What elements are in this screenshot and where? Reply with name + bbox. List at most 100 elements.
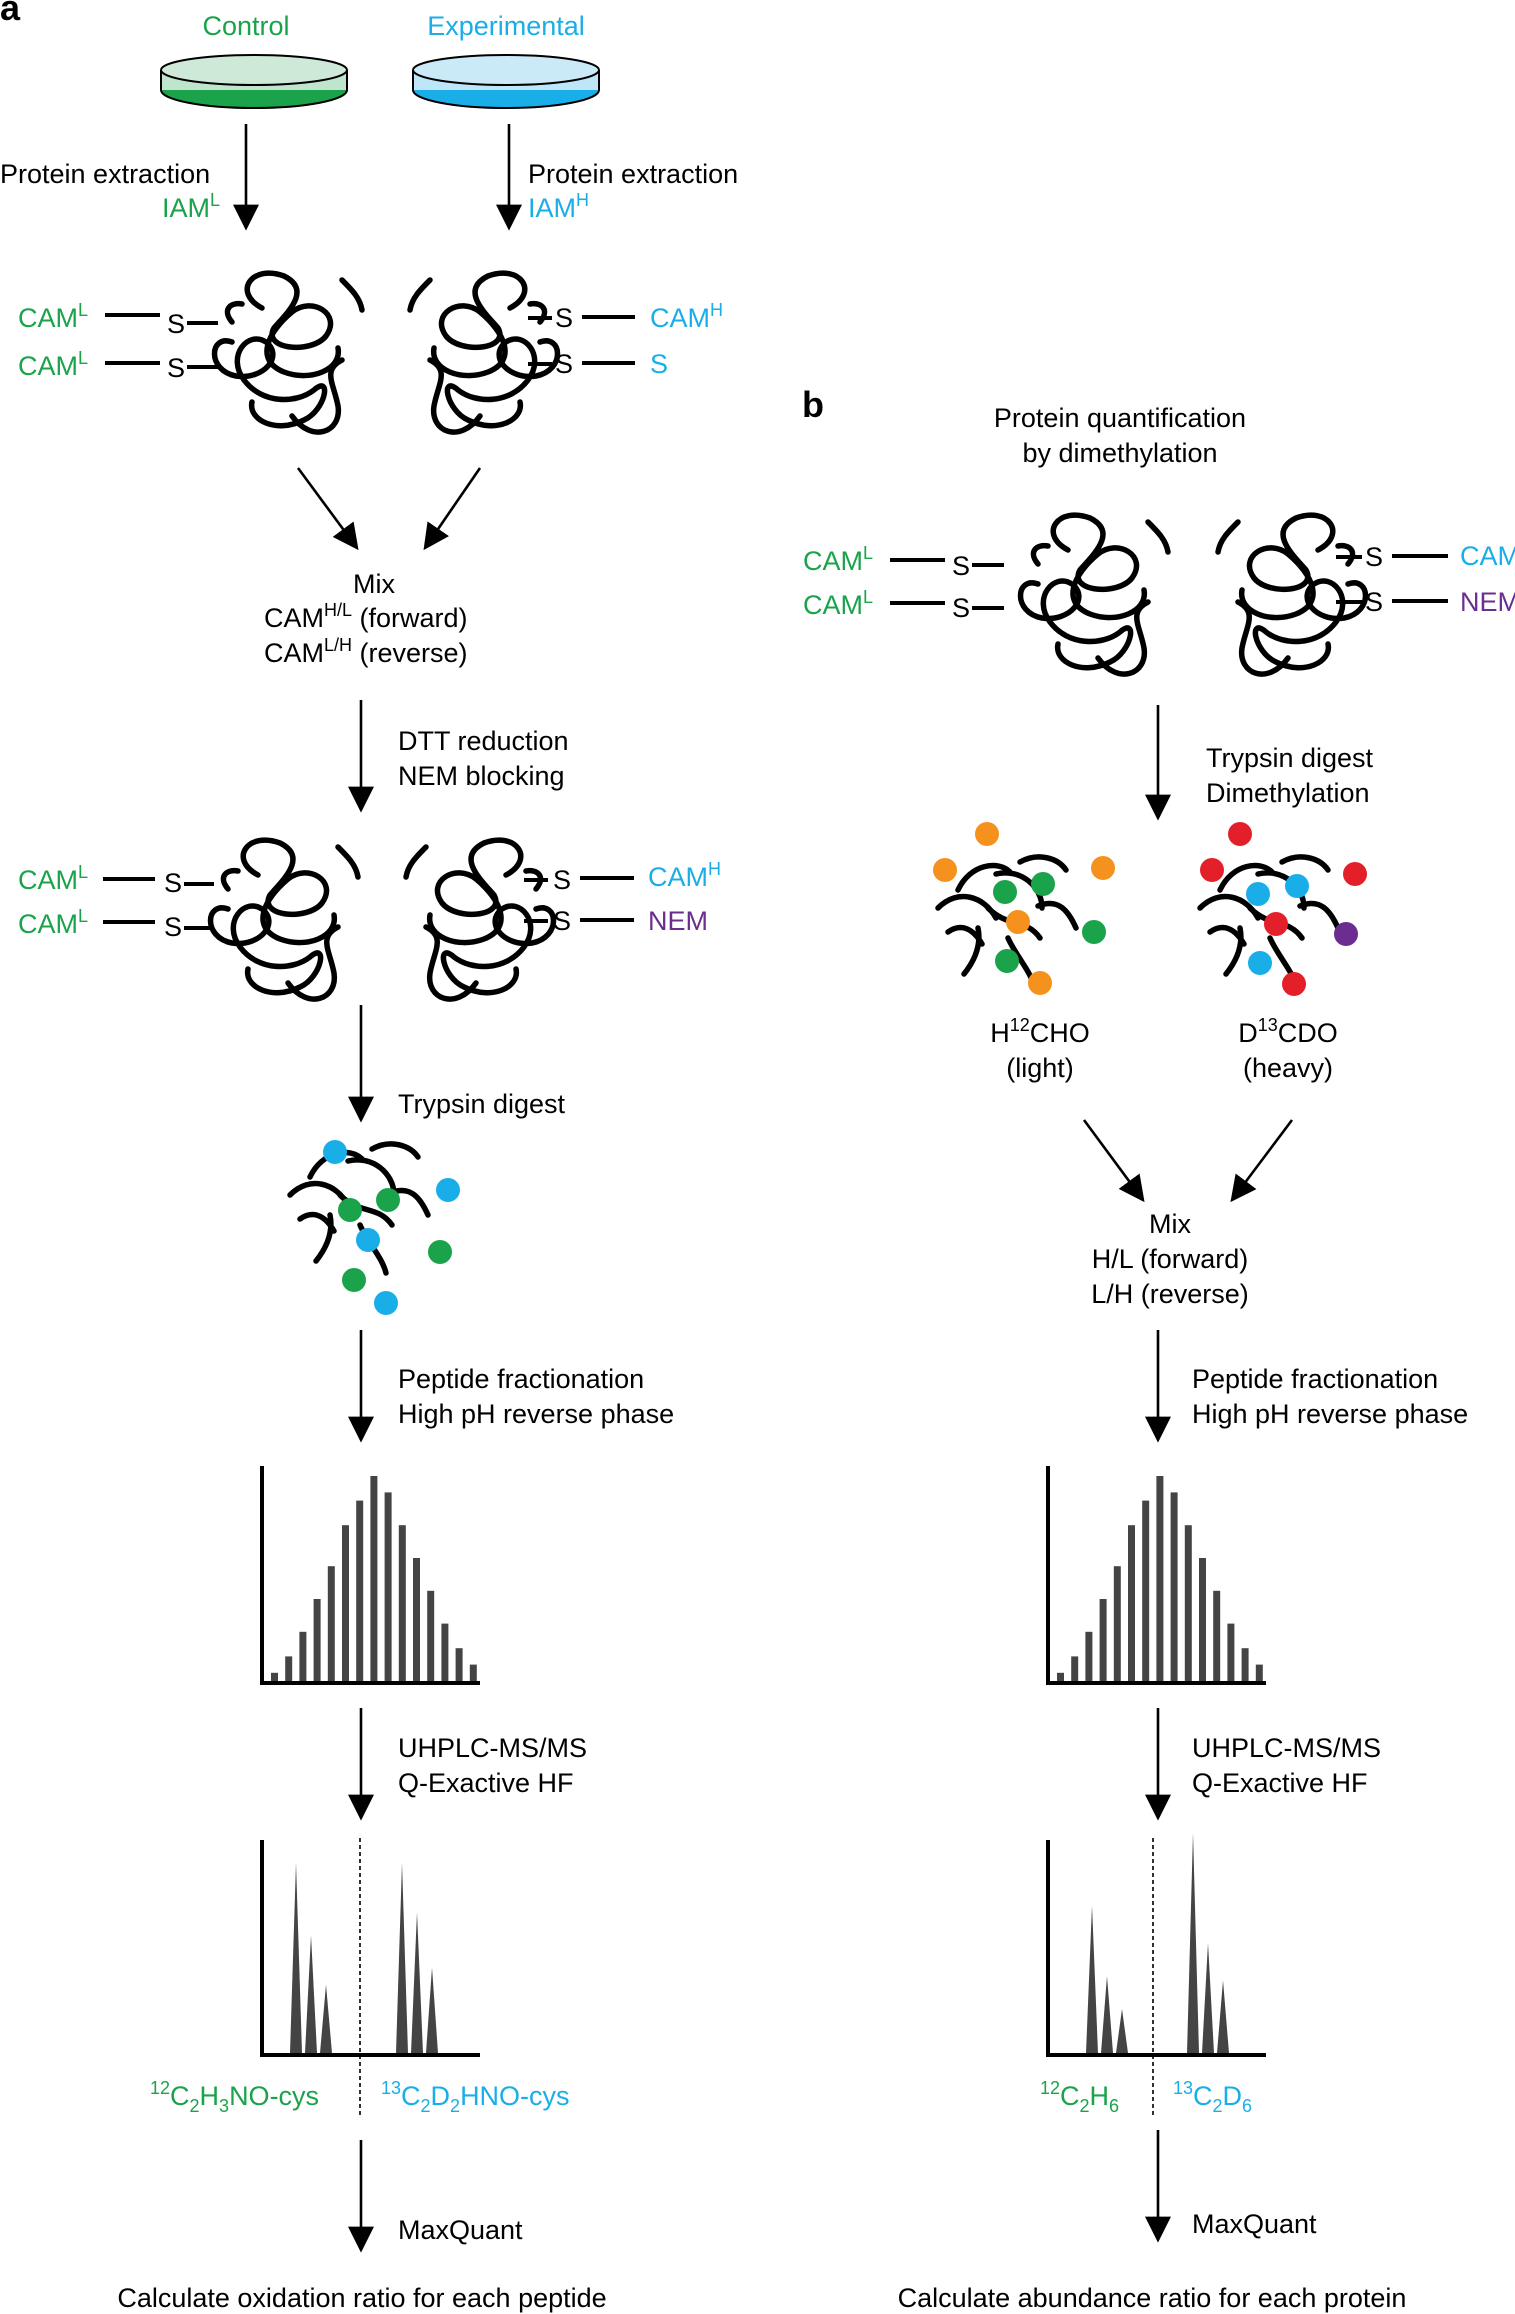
ms-label-a-1: UHPLC-MS/MS: [398, 1733, 587, 1763]
arrow-converge-b-right: [1230, 1119, 1294, 1203]
spec-a-light-peak-3: [320, 1984, 332, 2053]
spec-a-heavy-peak-1: [396, 1863, 408, 2053]
hist-a-bar-13: [441, 1623, 449, 1681]
protein-b-left: [1021, 515, 1169, 674]
b-trypsin-1: Trypsin digest: [1206, 743, 1374, 773]
p2-left-cam-1: CAML: [18, 862, 88, 895]
hist-a-bar-11: [413, 1558, 420, 1681]
p2-right-nem: NEM: [648, 906, 708, 936]
ms-spectrum-b: [1046, 1833, 1266, 2118]
protein-control-2: [211, 840, 359, 999]
ms-spectrum-a: [260, 1838, 480, 2118]
hist-b-bar-1: [1057, 1672, 1064, 1681]
label-heavy-a: 13C2D2HNO-cys: [381, 2078, 570, 2116]
hist-a-bar-6: [342, 1525, 349, 1681]
label-heavy-b: 13C2D6: [1173, 2078, 1252, 2116]
p2-left-s-1: S: [164, 868, 182, 898]
arrow-converge-right: [423, 467, 482, 551]
b-maxquant: MaxQuant: [1192, 2209, 1317, 2239]
spectrum-peaks-b: [1086, 1833, 1229, 2053]
b-mix-forward: H/L (forward): [1092, 1244, 1249, 1274]
hist-b-bar-2: [1071, 1656, 1079, 1681]
hist-b-bar-3: [1085, 1631, 1093, 1681]
extract-left-label: Protein extraction: [0, 159, 210, 189]
b-left-cam-1: CAML: [803, 543, 873, 576]
protein-b-right: [1218, 515, 1366, 674]
p2-left-s-2: S: [164, 912, 182, 942]
maxquant-label-a: MaxQuant: [398, 2215, 523, 2245]
iam-h-label: IAMH: [528, 190, 589, 223]
panel-label-b: b: [802, 384, 824, 425]
spec-a-light-peak-1: [290, 1863, 302, 2053]
panel-label-a: a: [0, 0, 21, 28]
nem-blocking-label: NEM blocking: [398, 761, 565, 791]
hist-a-bar-10: [398, 1525, 406, 1681]
b-fraction-2: High pH reverse phase: [1192, 1399, 1468, 1429]
arrow-converge-b-left: [1082, 1119, 1145, 1203]
p2-right-s-1: S: [553, 865, 571, 895]
label-light-a: 12C2H3NO-cys: [150, 2078, 319, 2116]
mix-reverse-a: CAML/H (reverse): [264, 635, 468, 668]
protein-experimental-1: [410, 273, 558, 432]
hist-b-bar-11: [1199, 1558, 1206, 1681]
peptide-cluster-b-heavy: [1200, 822, 1367, 996]
b-light-word: (light): [1006, 1053, 1074, 1083]
hist-b-bar-7: [1142, 1500, 1150, 1681]
fraction-histogram-a: [260, 1466, 480, 1685]
hist-a-bar-1: [271, 1672, 278, 1681]
p1-right-s-1: S: [555, 303, 573, 333]
peptide-cluster-a: [290, 1140, 460, 1315]
b-left-s-2: S: [952, 593, 970, 623]
hist-b-bar-12: [1213, 1590, 1221, 1681]
control-label: Control: [202, 11, 289, 41]
b-right-s-1: S: [1365, 542, 1383, 572]
extract-right-label: Protein extraction: [528, 159, 738, 189]
spec-b-light-peak-3: [1116, 2009, 1128, 2053]
hist-a-bar-3: [299, 1631, 307, 1681]
ms-label-a-2: Q-Exactive HF: [398, 1768, 574, 1798]
hist-b-bar-5: [1113, 1566, 1121, 1681]
spec-b-heavy-peak-3: [1217, 1980, 1229, 2053]
hist-b-bar-8: [1156, 1476, 1164, 1681]
b-ms-1: UHPLC-MS/MS: [1192, 1733, 1381, 1763]
b-mix-reverse: L/H (reverse): [1091, 1279, 1249, 1309]
b-heavy-word: (heavy): [1243, 1053, 1333, 1083]
hist-b-bar-4: [1099, 1599, 1107, 1681]
p1-left-cam-1: CAML: [18, 300, 88, 333]
hist-b-bar-15: [1255, 1664, 1263, 1681]
hist-b-bar-14: [1241, 1648, 1249, 1681]
control-dish: [160, 54, 348, 109]
p1-left-s-2: S: [167, 353, 185, 383]
b-light-reagent: H12CHO: [990, 1015, 1090, 1048]
trypsin-label-a: Trypsin digest: [398, 1089, 566, 1119]
hist-a-bar-8: [370, 1476, 378, 1681]
final-label-b: Calculate abundance ratio for each prote…: [898, 2283, 1407, 2313]
b-left-s-1: S: [952, 551, 970, 581]
final-label-a: Calculate oxidation ratio for each pepti…: [117, 2283, 606, 2313]
b-left-cam-2: CAML: [803, 587, 873, 620]
p1-left-cam-2: CAML: [18, 348, 88, 381]
hist-a-bar-12: [427, 1590, 435, 1681]
b-ms-2: Q-Exactive HF: [1192, 1768, 1368, 1798]
p2-right-s-2: S: [553, 906, 571, 936]
peptide-cluster-b-light: [933, 822, 1115, 995]
spec-a-heavy-peak-2: [411, 1912, 423, 2053]
spec-a-light-peak-2: [305, 1935, 317, 2053]
p1-right-s-2: S: [555, 349, 573, 379]
b-mix: Mix: [1149, 1209, 1191, 1239]
p2-right-cam-1: CAMH: [648, 859, 721, 892]
fraction-label-a-1: Peptide fractionation: [398, 1364, 644, 1394]
b-fraction-1: Peptide fractionation: [1192, 1364, 1438, 1394]
protein-control-1: [215, 273, 363, 432]
b-trypsin-2: Dimethylation: [1206, 778, 1370, 808]
mix-forward-a: CAMH/L (forward): [264, 600, 468, 633]
histogram-bars-b: [1057, 1476, 1263, 1681]
spec-b-light-peak-2: [1101, 1976, 1113, 2053]
b-right-s-2: S: [1365, 587, 1383, 617]
p1-right-s-free: S: [650, 349, 668, 379]
dtt-label: DTT reduction: [398, 726, 569, 756]
p1-right-cam-1: CAMH: [650, 300, 723, 333]
mix-label-a: Mix: [353, 569, 395, 599]
label-light-b: 12C2H6: [1040, 2078, 1119, 2116]
